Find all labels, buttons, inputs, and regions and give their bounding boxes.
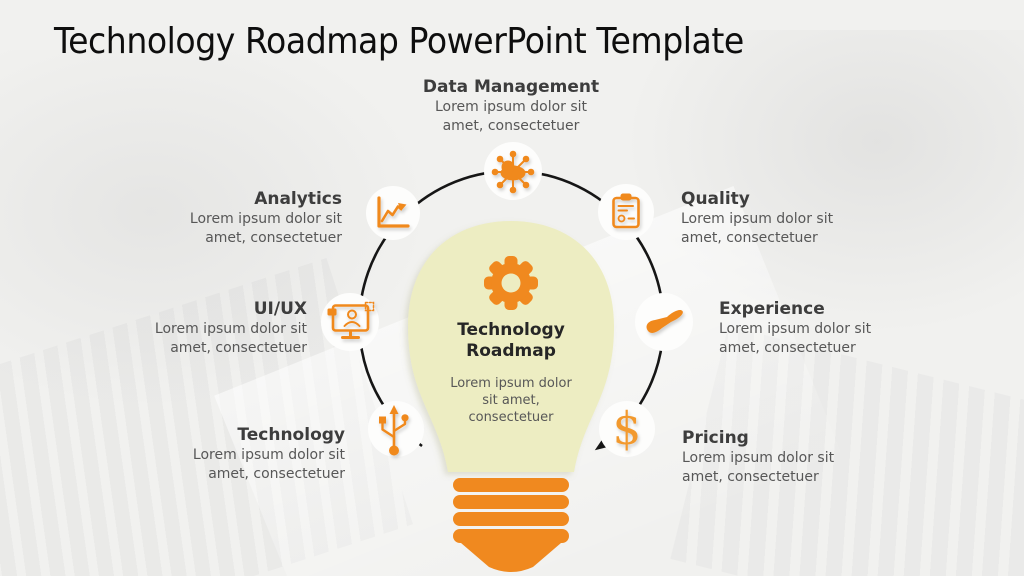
- bulb-center-text: Technology Roadmap Lorem ipsum dolor sit…: [411, 320, 611, 426]
- node-body-line: amet, consectetuer: [205, 230, 342, 246]
- node-label: UI/UX: [253, 299, 307, 319]
- node-label: Technology: [237, 425, 345, 445]
- center-body-line: Lorem ipsum dolor: [450, 376, 572, 391]
- hand-icon: [646, 309, 683, 333]
- dollar-icon: $: [613, 402, 642, 455]
- node-body-line: Lorem ipsum dolor sit: [719, 321, 872, 337]
- center-body-line: consectetuer: [468, 410, 554, 425]
- node-technology: Technology Lorem ipsum dolor sit amet, c…: [95, 425, 345, 484]
- node-body-line: amet, consectetuer: [682, 469, 819, 485]
- center-heading-line: Technology: [457, 320, 565, 340]
- node-body-line: amet, consectetuer: [719, 340, 856, 356]
- bulb-base: [453, 478, 569, 572]
- node-label: Data Management: [422, 77, 600, 97]
- slide-title: Technology Roadmap PowerPoint Template: [54, 21, 744, 62]
- monitor-user-icon: [327, 301, 375, 339]
- node-experience: Experience Lorem ipsum dolor sit amet, c…: [719, 299, 969, 358]
- node-body-line: amet, consectetuer: [170, 340, 307, 356]
- node-body-line: Lorem ipsum dolor sit: [154, 321, 307, 337]
- node-body-line: Lorem ipsum dolor sit: [434, 99, 588, 115]
- usb-icon: [379, 405, 409, 456]
- node-body-line: Lorem ipsum dolor sit: [682, 450, 835, 466]
- node-analytics: Analytics Lorem ipsum dolor sit amet, co…: [92, 189, 342, 248]
- node-body-line: amet, consectetuer: [208, 466, 345, 482]
- cloud-network-icon: [491, 150, 535, 194]
- node-label: Analytics: [254, 189, 342, 209]
- node-body-line: Lorem ipsum dolor sit: [192, 447, 345, 463]
- node-label: Experience: [719, 299, 825, 319]
- clipboard-icon: [612, 193, 640, 229]
- line-chart-icon: [377, 196, 410, 228]
- node-body-line: amet, consectetuer: [681, 230, 818, 246]
- center-heading-line: Roadmap: [466, 341, 556, 361]
- node-body-line: Lorem ipsum dolor sit: [189, 211, 342, 227]
- center-body-line: sit amet,: [482, 393, 540, 408]
- node-body-line: amet, consectetuer: [442, 118, 580, 134]
- node-label: Quality: [681, 189, 750, 209]
- lightbulb-shape: [408, 221, 614, 472]
- node-label: Pricing: [682, 428, 749, 448]
- node-quality: Quality Lorem ipsum dolor sit amet, cons…: [681, 189, 931, 248]
- node-body-line: Lorem ipsum dolor sit: [681, 211, 834, 227]
- node-uiux: UI/UX Lorem ipsum dolor sit amet, consec…: [57, 299, 307, 358]
- node-pricing: Pricing Lorem ipsum dolor sit amet, cons…: [682, 428, 932, 487]
- gear-icon: [484, 256, 538, 310]
- node-data-management: Data Management Lorem ipsum dolor sit am…: [386, 77, 636, 136]
